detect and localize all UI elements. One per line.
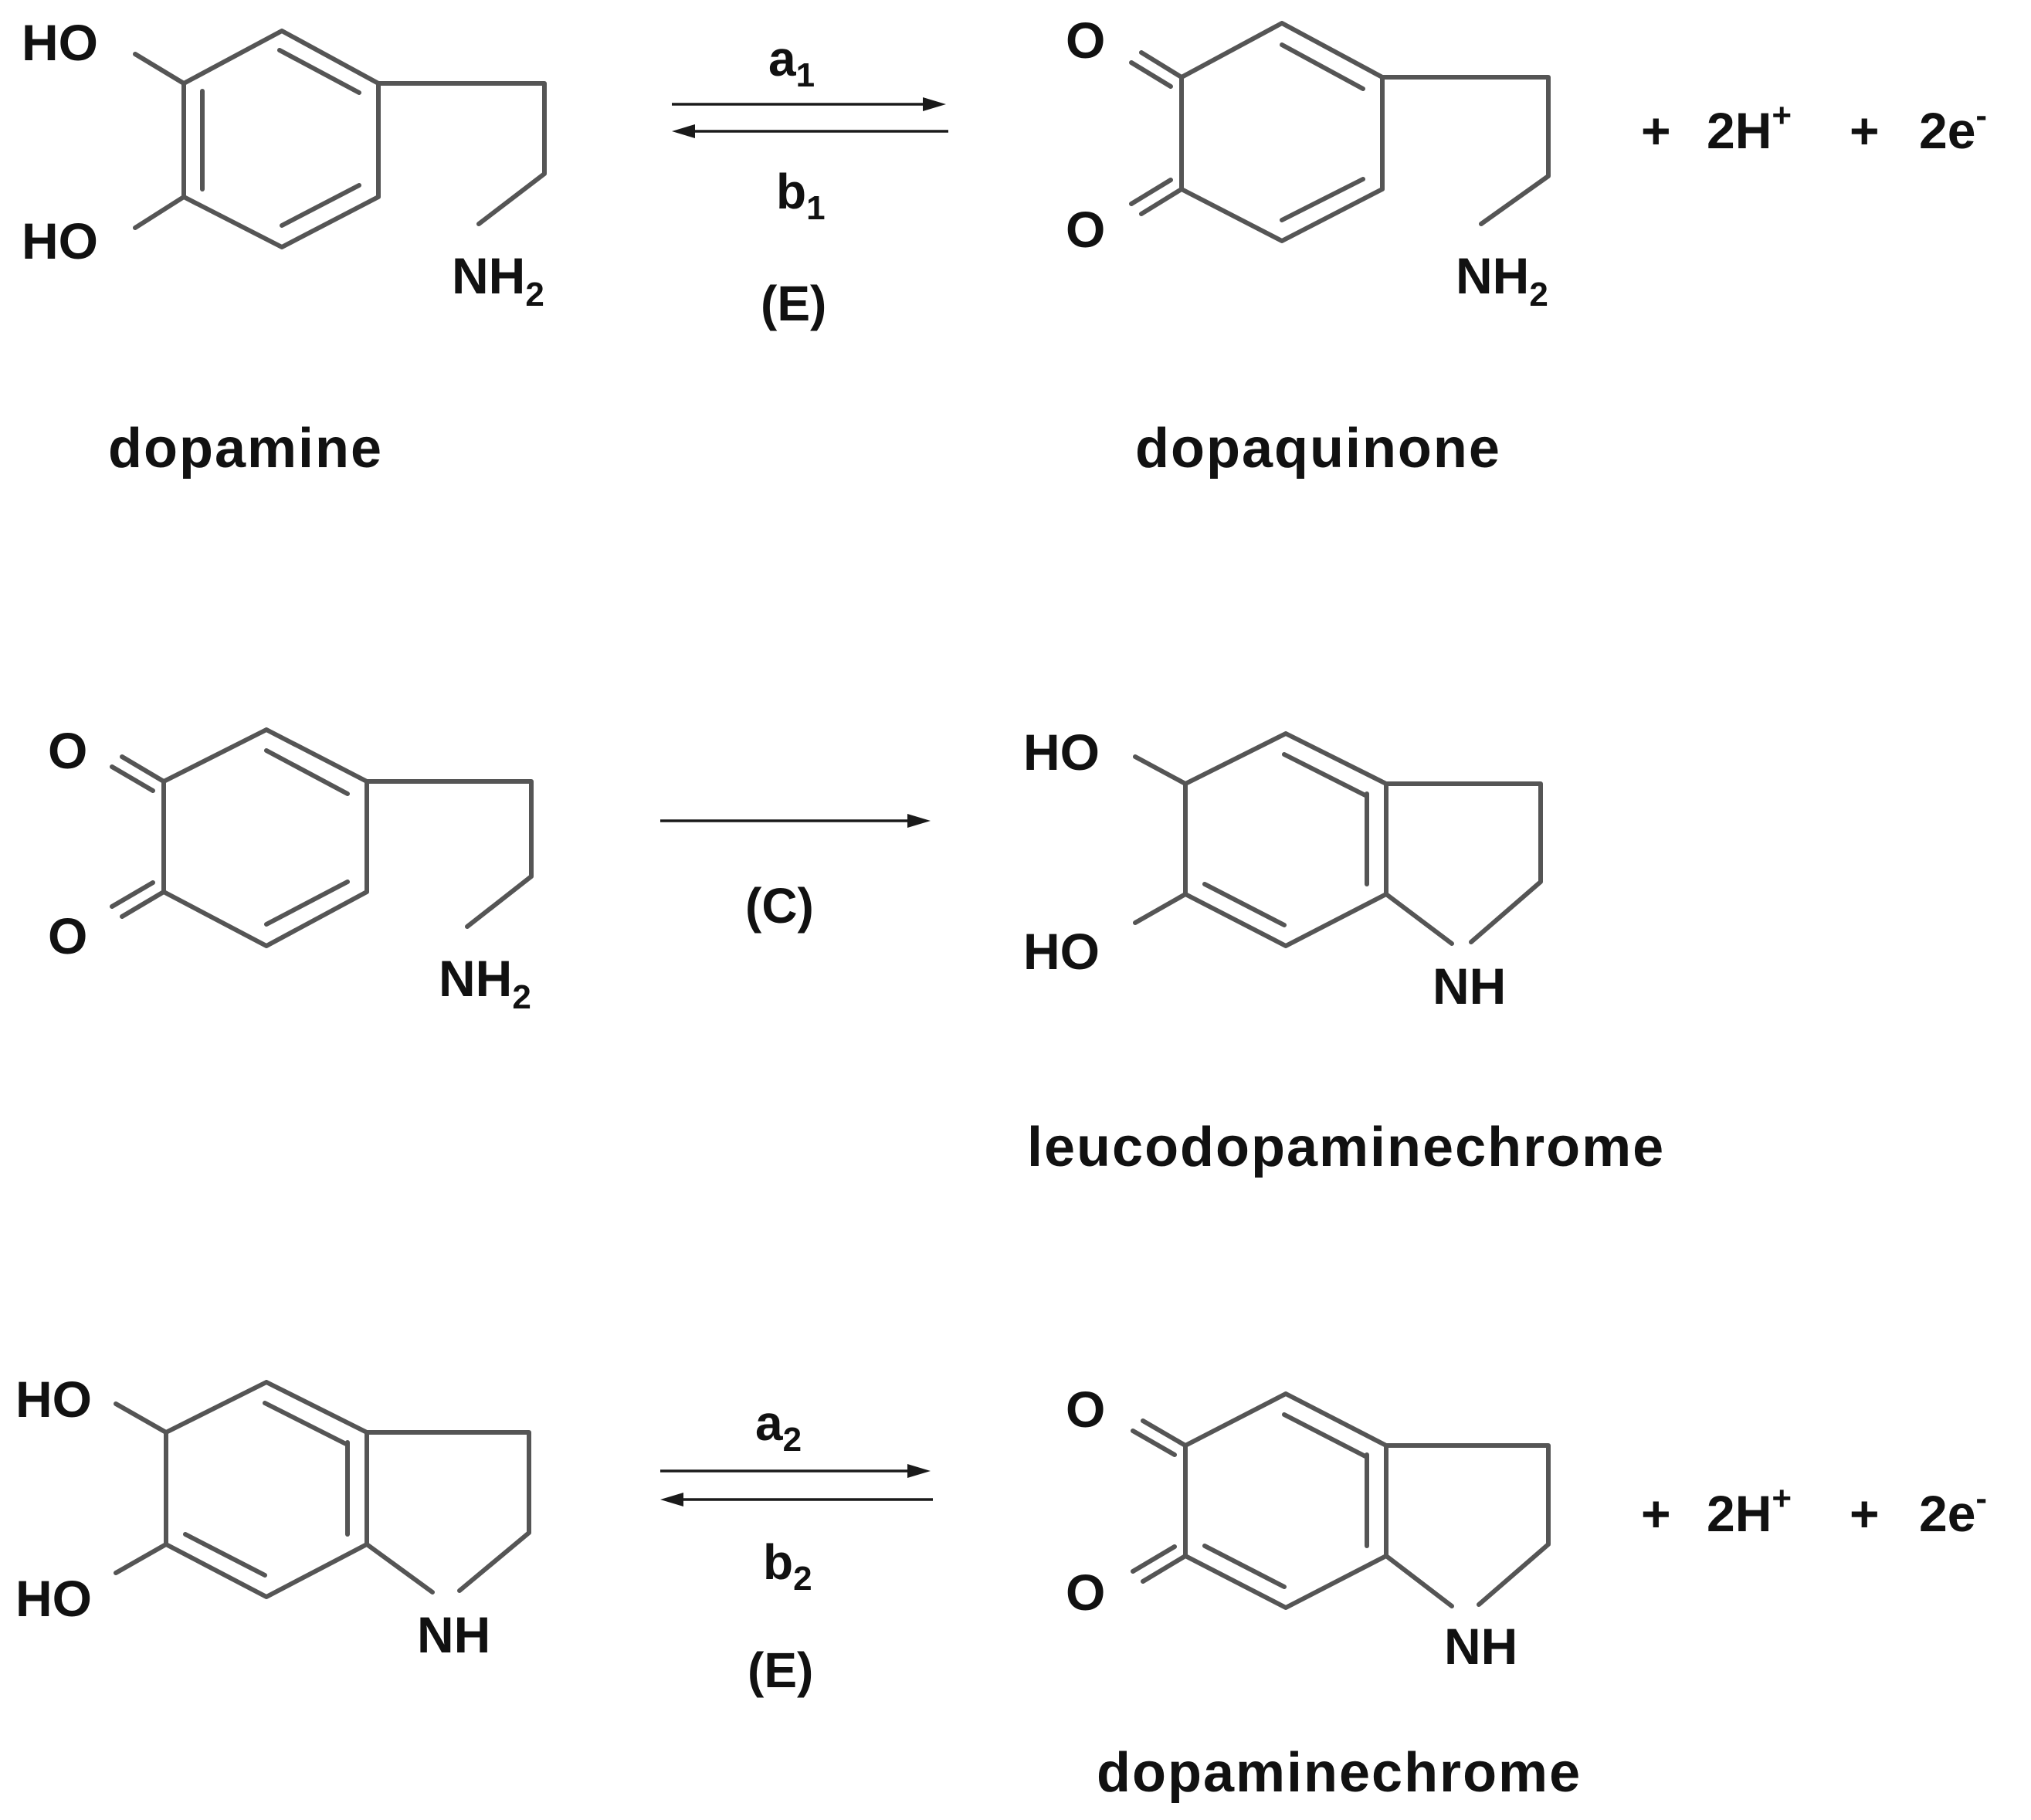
reactant-hydroxyl-top: HO — [15, 1371, 92, 1428]
backward-rate-b2: b2 — [763, 1534, 812, 1598]
dopaquinone-bonds — [1129, 21, 1551, 243]
electrons: 2e- — [1919, 1479, 1987, 1542]
equilibrium-arrows-row1: a1 b1 (E) — [672, 31, 948, 331]
leucodopaminechrome-bonds — [1133, 731, 1543, 948]
dopamine-hydroxyl-top: HO — [22, 14, 98, 71]
dopaquinone-oxygen-top: O — [1066, 12, 1105, 69]
protons: 2H+ — [1707, 97, 1792, 159]
plus-sign: + — [1641, 102, 1671, 159]
plus-sign: + — [1641, 1485, 1671, 1542]
dopamine-bonds — [133, 29, 547, 249]
byproducts-row1: + 2H+ + 2e- — [1641, 97, 1987, 159]
mechanism-label-row1: (E) — [761, 276, 826, 331]
dopaquinone-reactant-bonds — [110, 727, 534, 948]
leucodopaminechrome-reactant-structure: HO HO NH — [15, 1371, 531, 1663]
plus-sign: + — [1850, 1485, 1880, 1542]
equilibrium-arrows-row3: a2 b2 (E) — [660, 1395, 933, 1698]
dopaminechrome-bonds — [1131, 1391, 1551, 1610]
mechanism-label-row3: (E) — [748, 1642, 813, 1698]
leuco-ring-nitrogen: NH — [1433, 957, 1506, 1015]
mechanism-label-row2: (C) — [745, 878, 814, 934]
plus-sign: + — [1850, 102, 1880, 159]
reactant-amine: NH2 — [439, 950, 531, 1016]
dopaquinone-oxygen-bottom: O — [1066, 201, 1105, 258]
reactant-oxygen-top: O — [48, 722, 87, 779]
protons: 2H+ — [1707, 1479, 1792, 1542]
leucodopaminechrome-structure: HO HO NH leucodopaminechrome — [1023, 724, 1665, 1178]
leucodopaminechrome-reactant-bonds — [114, 1380, 531, 1599]
dopamine-name: dopamine — [108, 418, 383, 480]
leuco-hydroxyl-top: HO — [1023, 724, 1100, 781]
backward-rate-b1: b1 — [776, 164, 826, 227]
electrons: 2e- — [1919, 97, 1987, 159]
reactant-hydroxyl-bottom: HO — [15, 1570, 92, 1627]
reactant-ring-nitrogen: NH — [417, 1606, 490, 1663]
dopaminechrome-oxygen-top: O — [1066, 1381, 1105, 1438]
dopaquinone-structure: O O NH2 dopaquinone — [1066, 12, 1551, 480]
reactant-oxygen-bottom: O — [48, 907, 87, 964]
dopamine-structure: HO HO NH2 dopamine — [22, 14, 547, 480]
byproducts-row3: + 2H+ + 2e- — [1641, 1479, 1987, 1542]
leuco-hydroxyl-bottom: HO — [1023, 923, 1100, 980]
dopaminechrome-name: dopaminechrome — [1097, 1742, 1582, 1804]
dopamine-hydroxyl-bottom: HO — [22, 212, 98, 269]
dopaminechrome-oxygen-bottom: O — [1066, 1564, 1105, 1621]
dopamine-amine: NH2 — [452, 247, 544, 314]
forward-rate-a2: a2 — [755, 1395, 802, 1459]
leucodopaminechrome-name: leucodopaminechrome — [1027, 1117, 1665, 1178]
dopaquinone-name: dopaquinone — [1135, 418, 1501, 480]
dopaminechrome-ring-nitrogen: NH — [1444, 1618, 1517, 1675]
cyclization-arrow: (C) — [660, 814, 931, 934]
dopaminechrome-structure: O O NH dopaminechrome — [1066, 1381, 1582, 1804]
dopaquinone-amine: NH2 — [1456, 247, 1548, 314]
dopaquinone-reactant-structure: O O NH2 — [48, 722, 534, 1016]
forward-rate-a1: a1 — [768, 31, 815, 94]
